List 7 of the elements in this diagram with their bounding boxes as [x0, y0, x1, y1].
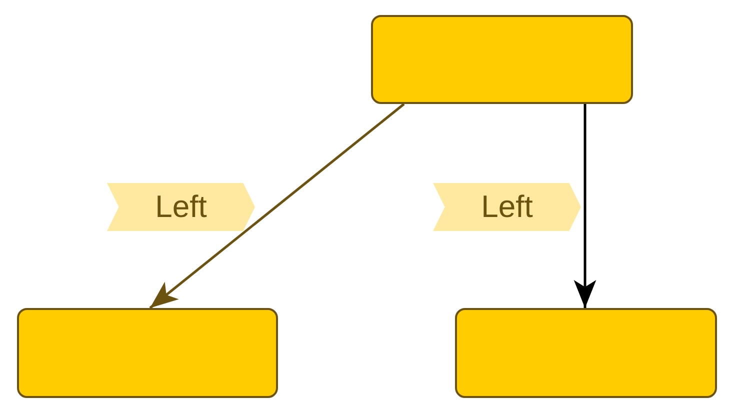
arrow — [149, 103, 405, 309]
rounded-box — [17, 308, 278, 398]
rounded-box — [371, 15, 633, 104]
rounded-box — [455, 308, 717, 398]
arrow — [574, 104, 596, 308]
edge-label: Left — [107, 183, 255, 231]
edge-label: Left — [433, 183, 581, 231]
